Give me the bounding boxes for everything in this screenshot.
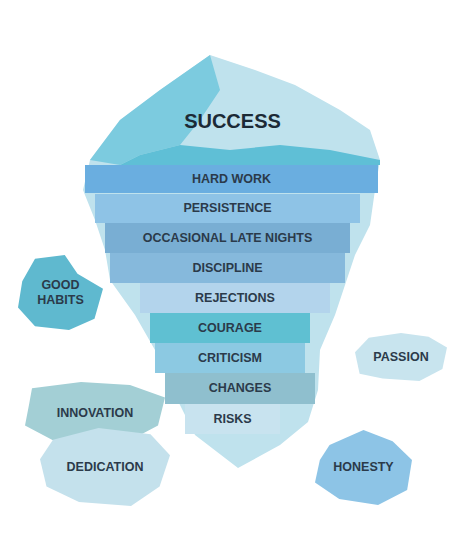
ice-floe: HONESTY (315, 430, 412, 505)
node-label: DEDICATION (67, 460, 144, 474)
ice-floe: PASSION (355, 333, 447, 381)
iceberg-band: RISKS (185, 404, 280, 434)
node-label: GOOD HABITS (30, 278, 92, 307)
node-label: CRITICISM (198, 351, 262, 365)
node-label: OCCASIONAL LATE NIGHTS (143, 231, 313, 245)
iceberg-band: REJECTIONS (140, 283, 330, 313)
node-label: HONESTY (333, 460, 393, 474)
node-label: INNOVATION (57, 406, 134, 420)
node-label: SUCCESS (80, 110, 385, 133)
node-label: COURAGE (198, 321, 262, 335)
ice-floe: GOOD HABITS (18, 255, 103, 330)
iceberg-band: HARD WORK (85, 165, 378, 193)
ice-floe: DEDICATION (40, 428, 170, 506)
node-label: PASSION (373, 350, 428, 364)
node-label: CHANGES (209, 381, 272, 395)
iceberg-band: PERSISTENCE (95, 194, 360, 223)
node-label: RISKS (213, 412, 251, 426)
node-label: REJECTIONS (195, 291, 275, 305)
node-label: DISCIPLINE (192, 261, 262, 275)
iceberg-band: COURAGE (150, 313, 310, 343)
iceberg-band: CRITICISM (155, 343, 305, 373)
node-label: HARD WORK (192, 172, 271, 186)
iceberg-band: OCCASIONAL LATE NIGHTS (105, 223, 350, 253)
node-label: PERSISTENCE (183, 201, 271, 215)
iceberg-band: DISCIPLINE (110, 253, 345, 283)
iceberg-band: CHANGES (165, 373, 315, 404)
